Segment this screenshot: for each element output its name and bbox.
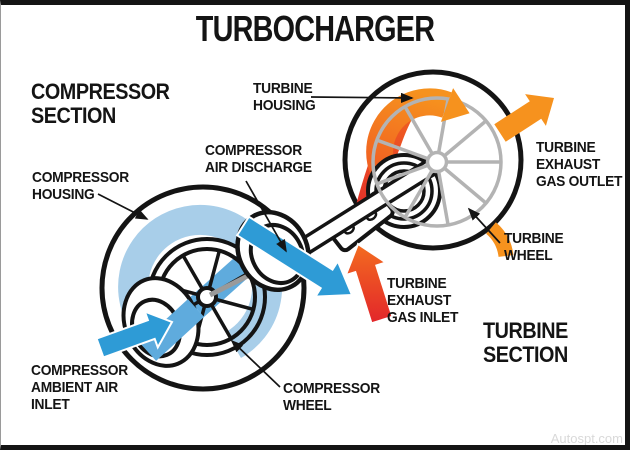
page-title: TURBOCHARGER xyxy=(195,8,435,49)
turbine-section-heading: TURBINE SECTION xyxy=(483,318,568,367)
connecting-shaft xyxy=(289,156,443,260)
pointer-lines xyxy=(97,92,501,388)
exhaust-swirl-arrowhead xyxy=(440,88,470,122)
label-compressor-housing: COMPRESSOR HOUSING xyxy=(32,169,129,203)
turbine-wheel-shape xyxy=(371,96,503,228)
label-compressor-air-discharge: COMPRESSOR AIR DISCHARGE xyxy=(205,142,312,176)
compressor-housing-pointer xyxy=(97,193,149,220)
label-turbine-exhaust-gas-outlet: TURBINE EXHAUST GAS OUTLET xyxy=(536,139,623,190)
turbine-wheel-pointer xyxy=(467,207,501,244)
watermark: Autospt.com xyxy=(550,431,623,446)
compressor-section-heading: COMPRESSOR SECTION xyxy=(31,79,170,128)
exhaust-gas-inlet-arrow xyxy=(344,242,394,325)
label-compressor-wheel: COMPRESSOR WHEEL xyxy=(283,380,380,414)
air-discharge-arrow xyxy=(235,215,354,298)
label-compressor-ambient-air-inlet: COMPRESSOR AMBIENT AIR INLET xyxy=(31,362,128,413)
air-discharge-pointer xyxy=(245,180,287,253)
turbine-housing-pointer xyxy=(310,92,414,103)
label-turbine-housing: TURBINE HOUSING xyxy=(253,80,316,114)
exhaust-gas-outlet-arrow xyxy=(494,94,554,142)
label-turbine-exhaust-gas-inlet: TURBINE EXHAUST GAS INLET xyxy=(387,275,459,326)
compressor-wheel-pointer xyxy=(230,339,281,388)
exhaust-swirl-lower-tip xyxy=(485,222,514,258)
label-turbine-wheel: TURBINE WHEEL xyxy=(504,230,564,264)
ambient-air-inlet-arrow xyxy=(95,309,174,359)
